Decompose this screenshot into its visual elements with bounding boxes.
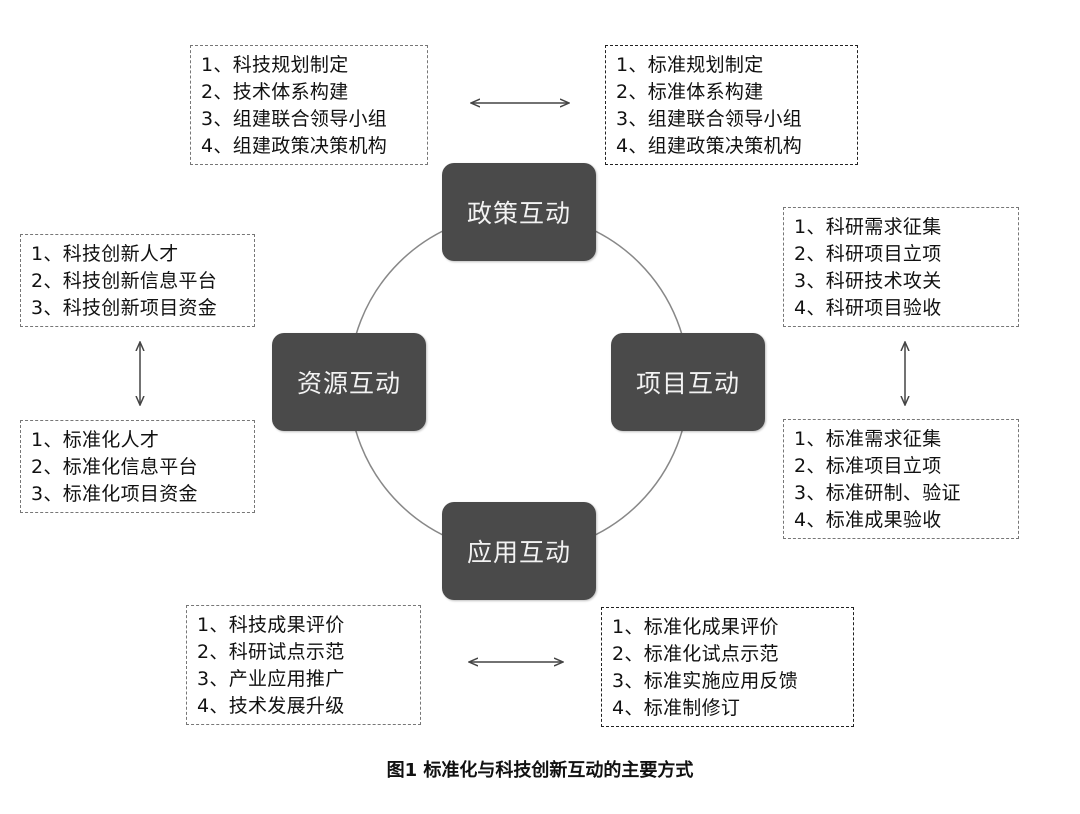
- list-item: 3、组建联合领导小组: [201, 108, 388, 130]
- list-item: 1、科技创新人才: [31, 243, 179, 265]
- list-item: 4、标准制修订: [612, 697, 741, 719]
- list-item: 3、标准研制、验证: [794, 482, 961, 504]
- list-item: 1、科技成果评价: [197, 614, 345, 636]
- list-item: 1、标准需求征集: [794, 428, 942, 450]
- list-item: 2、标准化试点示范: [612, 643, 779, 665]
- policy-std-box: 1、标准规划制定 2、标准体系构建 3、组建联合领导小组 4、组建政策决策机构: [605, 45, 858, 165]
- list-item: 1、标准化人才: [31, 429, 160, 451]
- node-application: 应用互动: [442, 502, 596, 600]
- list-item: 2、技术体系构建: [201, 81, 349, 103]
- project-tech-box: 1、科研需求征集 2、科研项目立项 3、科研技术攻关 4、科研项目验收: [783, 207, 1019, 327]
- application-std-box: 1、标准化成果评价 2、标准化试点示范 3、标准实施应用反馈 4、标准制修订: [601, 607, 854, 727]
- project-std-box: 1、标准需求征集 2、标准项目立项 3、标准研制、验证 4、标准成果验收: [783, 419, 1019, 539]
- list-item: 1、科技规划制定: [201, 54, 349, 76]
- list-item: 1、科研需求征集: [794, 216, 942, 238]
- list-item: 3、科研技术攻关: [794, 270, 942, 292]
- list-item: 1、标准规划制定: [616, 54, 764, 76]
- list-item: 3、标准实施应用反馈: [612, 670, 799, 692]
- list-item: 2、标准体系构建: [616, 81, 764, 103]
- application-tech-box: 1、科技成果评价 2、科研试点示范 3、产业应用推广 4、技术发展升级: [186, 605, 421, 725]
- node-resource: 资源互动: [272, 333, 426, 431]
- list-item: 3、产业应用推广: [197, 668, 345, 690]
- list-item: 4、标准成果验收: [794, 509, 942, 531]
- node-policy: 政策互动: [442, 163, 596, 261]
- list-item: 2、科技创新信息平台: [31, 270, 218, 292]
- resource-std-box: 1、标准化人才 2、标准化信息平台 3、标准化项目资金: [20, 420, 255, 513]
- policy-tech-box: 1、科技规划制定 2、技术体系构建 3、组建联合领导小组 4、组建政策决策机构: [190, 45, 428, 165]
- list-item: 2、标准项目立项: [794, 455, 942, 477]
- list-item: 4、科研项目验收: [794, 297, 942, 319]
- list-item: 4、组建政策决策机构: [616, 135, 803, 157]
- list-item: 4、组建政策决策机构: [201, 135, 388, 157]
- list-item: 2、科研项目立项: [794, 243, 942, 265]
- list-item: 3、标准化项目资金: [31, 483, 198, 505]
- list-item: 2、标准化信息平台: [31, 456, 198, 478]
- list-item: 4、技术发展升级: [197, 695, 345, 717]
- list-item: 1、标准化成果评价: [612, 616, 779, 638]
- node-project: 项目互动: [611, 333, 765, 431]
- figure-caption: 图1 标准化与科技创新互动的主要方式: [386, 760, 694, 781]
- list-item: 3、科技创新项目资金: [31, 297, 218, 319]
- list-item: 3、组建联合领导小组: [616, 108, 803, 130]
- resource-tech-box: 1、科技创新人才 2、科技创新信息平台 3、科技创新项目资金: [20, 234, 255, 327]
- list-item: 2、科研试点示范: [197, 641, 345, 663]
